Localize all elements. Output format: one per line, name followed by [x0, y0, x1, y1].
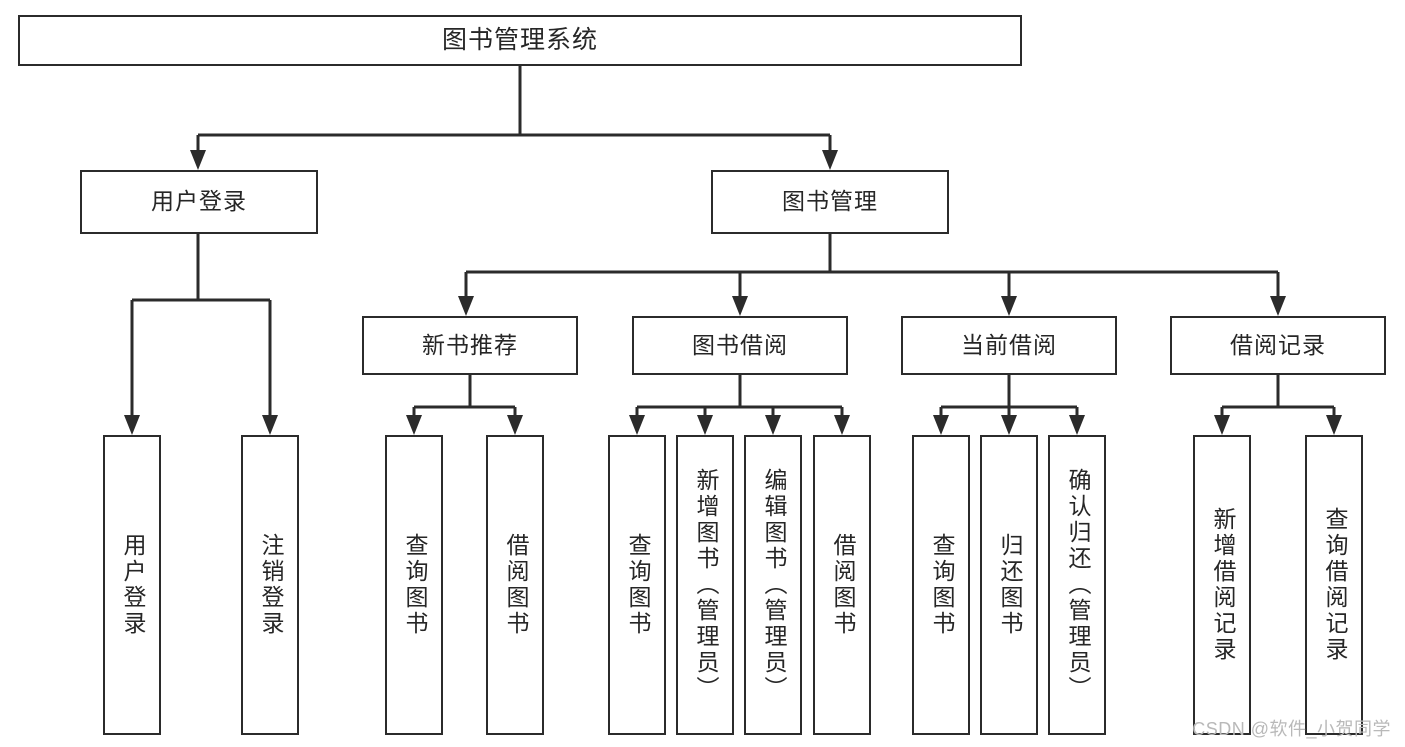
node-label: 查询图书: [928, 533, 955, 637]
leaf-new-book-query[interactable]: 查询图书: [385, 435, 443, 735]
arrow-current-d3: [1069, 415, 1085, 435]
node-label: 归还图书: [996, 533, 1023, 637]
node-current-borrow[interactable]: 当前借阅: [901, 316, 1117, 375]
leaf-borrow-record-add[interactable]: 新增借阅记录: [1193, 435, 1251, 735]
node-label: 查询图书: [401, 533, 428, 637]
arrow-current-d1: [933, 415, 949, 435]
leaf-book-borrow-query[interactable]: 查询图书: [608, 435, 666, 735]
arrow-borrow-d2: [697, 415, 713, 435]
arrow-bookmgmt-c4: [1270, 296, 1286, 316]
node-label: 新增图书（管理员）: [692, 468, 719, 702]
leaf-current-borrow-confirm-return[interactable]: 确认归还（管理员）: [1048, 435, 1106, 735]
node-label: 新增借阅记录: [1209, 507, 1236, 663]
node-label: 注销登录: [257, 533, 284, 637]
node-label: 查询借阅记录: [1321, 507, 1348, 663]
leaf-borrow-record-query[interactable]: 查询借阅记录: [1305, 435, 1363, 735]
arrow-newbook-d2: [507, 415, 523, 435]
node-root-system[interactable]: 图书管理系统: [18, 15, 1022, 66]
leaf-book-borrow-borrow[interactable]: 借阅图书: [813, 435, 871, 735]
leaf-new-book-borrow[interactable]: 借阅图书: [486, 435, 544, 735]
arrow-userlogin-d1: [124, 415, 140, 435]
node-book-borrow[interactable]: 图书借阅: [632, 316, 848, 375]
leaf-current-borrow-return[interactable]: 归还图书: [980, 435, 1038, 735]
arrow-bookmgmt-c1: [458, 296, 474, 316]
node-label: 图书管理系统: [441, 25, 598, 54]
node-label: 当前借阅: [961, 331, 1057, 358]
arrow-record-d1: [1214, 415, 1230, 435]
node-label: 借阅图书: [829, 533, 856, 637]
leaf-book-borrow-add[interactable]: 新增图书（管理员）: [676, 435, 734, 735]
arrow-borrow-d4: [834, 415, 850, 435]
node-label: 新书推荐: [422, 331, 518, 358]
arrow-bookmgmt-c3: [1001, 296, 1017, 316]
node-book-management[interactable]: 图书管理: [711, 170, 949, 234]
arrow-bookmgmt-c2: [732, 296, 748, 316]
arrow-borrow-d3: [765, 415, 781, 435]
arrow-current-d2: [1001, 415, 1017, 435]
node-label: 确认归还（管理员）: [1064, 468, 1091, 702]
arrow-newbook-d1: [406, 415, 422, 435]
node-user-login[interactable]: 用户登录: [80, 170, 318, 234]
node-label: 查询图书: [624, 533, 651, 637]
leaf-user-login-signout[interactable]: 注销登录: [241, 435, 299, 735]
node-label: 编辑图书（管理员）: [760, 468, 787, 702]
leaf-current-borrow-query[interactable]: 查询图书: [912, 435, 970, 735]
node-new-book-recommend[interactable]: 新书推荐: [362, 316, 578, 375]
node-label: 图书管理: [782, 188, 878, 215]
arrow-record-d2: [1326, 415, 1342, 435]
node-label: 借阅记录: [1230, 331, 1326, 358]
watermark-text: CSDN @软件_小贺同学: [1192, 719, 1391, 739]
node-label: 借阅图书: [502, 533, 529, 637]
node-label: 用户登录: [119, 533, 146, 637]
arrow-borrow-d1: [629, 415, 645, 435]
leaf-book-borrow-edit[interactable]: 编辑图书（管理员）: [744, 435, 802, 735]
node-label: 用户登录: [151, 188, 247, 215]
arrow-userlogin-d2: [262, 415, 278, 435]
arrow-root-to-user-login: [190, 150, 206, 170]
arrow-root-to-book-mgmt: [822, 150, 838, 170]
leaf-user-login-signin[interactable]: 用户登录: [103, 435, 161, 735]
node-borrow-record[interactable]: 借阅记录: [1170, 316, 1386, 375]
node-label: 图书借阅: [692, 331, 788, 358]
